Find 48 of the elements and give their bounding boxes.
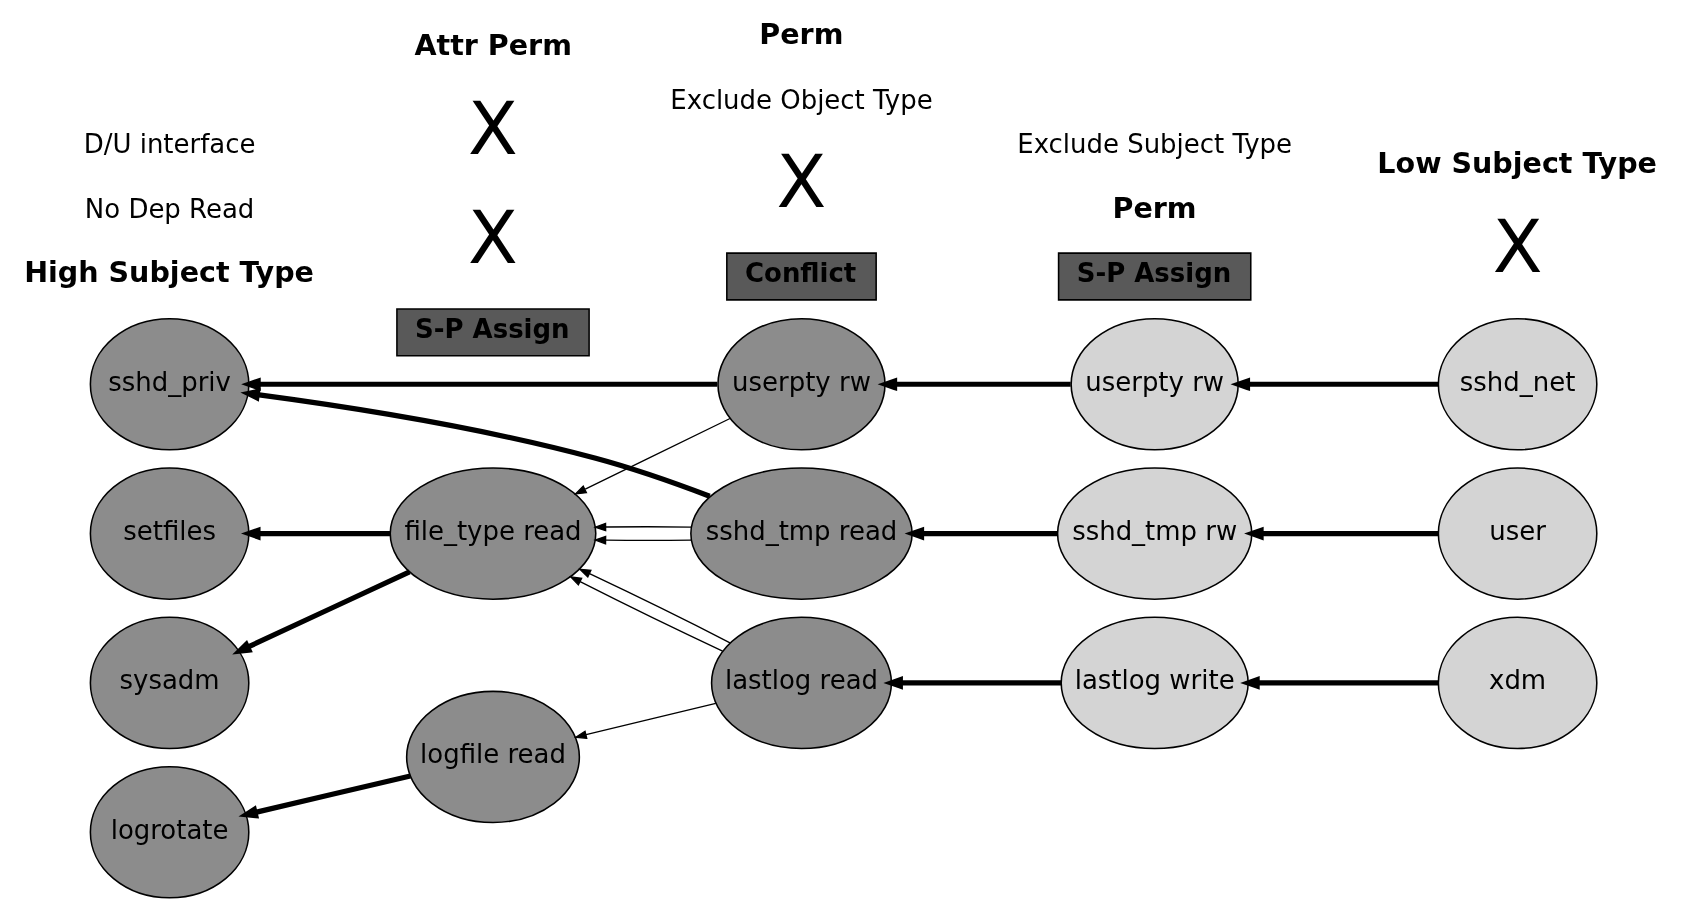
arrow [232, 569, 411, 654]
arrow [238, 773, 411, 819]
arrow [904, 526, 1058, 540]
arrow [1244, 526, 1439, 540]
arrow [877, 376, 1071, 391]
label: Low Subject Type [1377, 145, 1657, 180]
node-ellipse: sshd_tmp read [690, 466, 913, 600]
arrow [593, 535, 692, 545]
node-ellipse: file_type read [389, 466, 597, 600]
label: X [468, 195, 518, 280]
arrow [240, 387, 711, 499]
node-ellipse: user [1437, 466, 1598, 600]
node-box: S-P Assign [1057, 251, 1252, 301]
arrow [569, 575, 724, 652]
label: X [1492, 204, 1543, 289]
arrow [573, 417, 731, 495]
node-ellipse: xdm [1437, 616, 1598, 749]
label: Exclude Subject Type [1017, 128, 1293, 159]
arrow [593, 521, 692, 532]
label: Perm [759, 16, 844, 51]
arrow [241, 376, 718, 391]
label: Exclude Object Type [670, 84, 933, 115]
arrow [1230, 376, 1439, 391]
arrow [1240, 675, 1439, 690]
node-ellipse: setfiles [89, 466, 250, 600]
label: Perm [1112, 190, 1197, 225]
node-ellipse: logrotate [89, 765, 250, 899]
node-ellipse: userpty rw [717, 317, 886, 451]
node-ellipse: sshd_tmp rw [1056, 466, 1253, 600]
arrow [578, 567, 731, 643]
node-box: Conflict [726, 251, 877, 301]
label: D/U interface [83, 128, 256, 159]
label: No Dep Read [84, 193, 255, 224]
label: X [776, 139, 827, 224]
node-ellipse: lastlog read [710, 616, 893, 749]
label: High Subject Type [24, 254, 315, 289]
node-ellipse: sshd_net [1437, 317, 1598, 451]
node-ellipse: logfile read [405, 690, 581, 823]
node-ellipse: sysadm [89, 616, 250, 749]
node-ellipse: userpty rw [1070, 317, 1239, 451]
arrow [883, 675, 1062, 690]
node-ellipse: sshd_priv [89, 317, 250, 451]
arrow [573, 702, 717, 739]
label: X [468, 86, 518, 171]
label: Attr Perm [414, 27, 572, 62]
node-box: S-P Assign [396, 307, 590, 356]
node-ellipse: lastlog write [1060, 616, 1249, 749]
arrow [241, 526, 391, 540]
